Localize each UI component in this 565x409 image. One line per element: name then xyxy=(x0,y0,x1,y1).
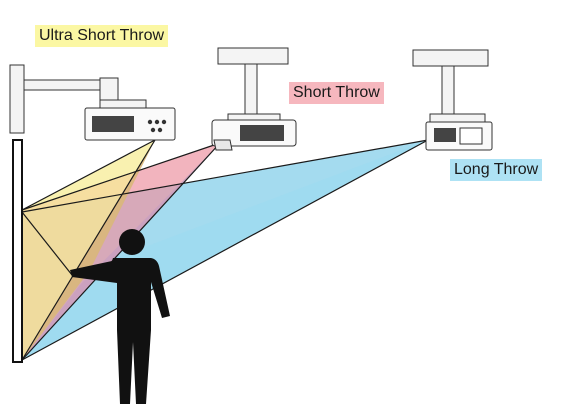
long-throw-top-ray xyxy=(21,139,429,213)
ultra-short-top-ray xyxy=(21,139,156,211)
ceiling-mount-pole xyxy=(244,63,258,117)
ultra-short-bottom-ray xyxy=(21,139,156,361)
presenter-silhouette xyxy=(70,229,170,404)
wall-mount-plate xyxy=(9,64,25,134)
projector-vent xyxy=(434,128,456,142)
projection-screen xyxy=(12,139,23,363)
pointer-ray xyxy=(21,211,73,276)
projector-panel xyxy=(459,127,483,145)
projector-button xyxy=(157,127,163,133)
projector-mount-bracket xyxy=(429,113,486,123)
projector-button xyxy=(150,127,156,133)
short-throw-projector xyxy=(211,47,297,151)
long-throw-label: Long Throw xyxy=(450,159,543,181)
projector-lens xyxy=(213,139,233,151)
beam-outlines xyxy=(21,139,429,361)
ultra-short-throw-label: Ultra Short Throw xyxy=(35,25,169,47)
projector-button xyxy=(154,119,160,125)
short-throw-label: Short Throw xyxy=(289,82,384,104)
short-throw-bottom-ray xyxy=(21,142,221,361)
ceiling-mount-plate xyxy=(412,49,489,67)
projector-vent xyxy=(240,125,284,141)
presenter-head xyxy=(119,229,145,255)
ceiling-mount-plate xyxy=(217,47,289,65)
projector-button xyxy=(147,119,153,125)
projector-vent xyxy=(92,116,134,132)
wall-mount-arm xyxy=(23,79,113,91)
long-throw-bottom-ray xyxy=(21,139,429,361)
ceiling-mount-pole xyxy=(441,65,455,117)
short-throw-top-ray xyxy=(21,142,221,211)
presenter-body xyxy=(70,258,170,404)
long-throw-projector xyxy=(412,49,493,151)
ultra-short-throw-projector xyxy=(9,64,176,141)
projector-button xyxy=(161,119,167,125)
